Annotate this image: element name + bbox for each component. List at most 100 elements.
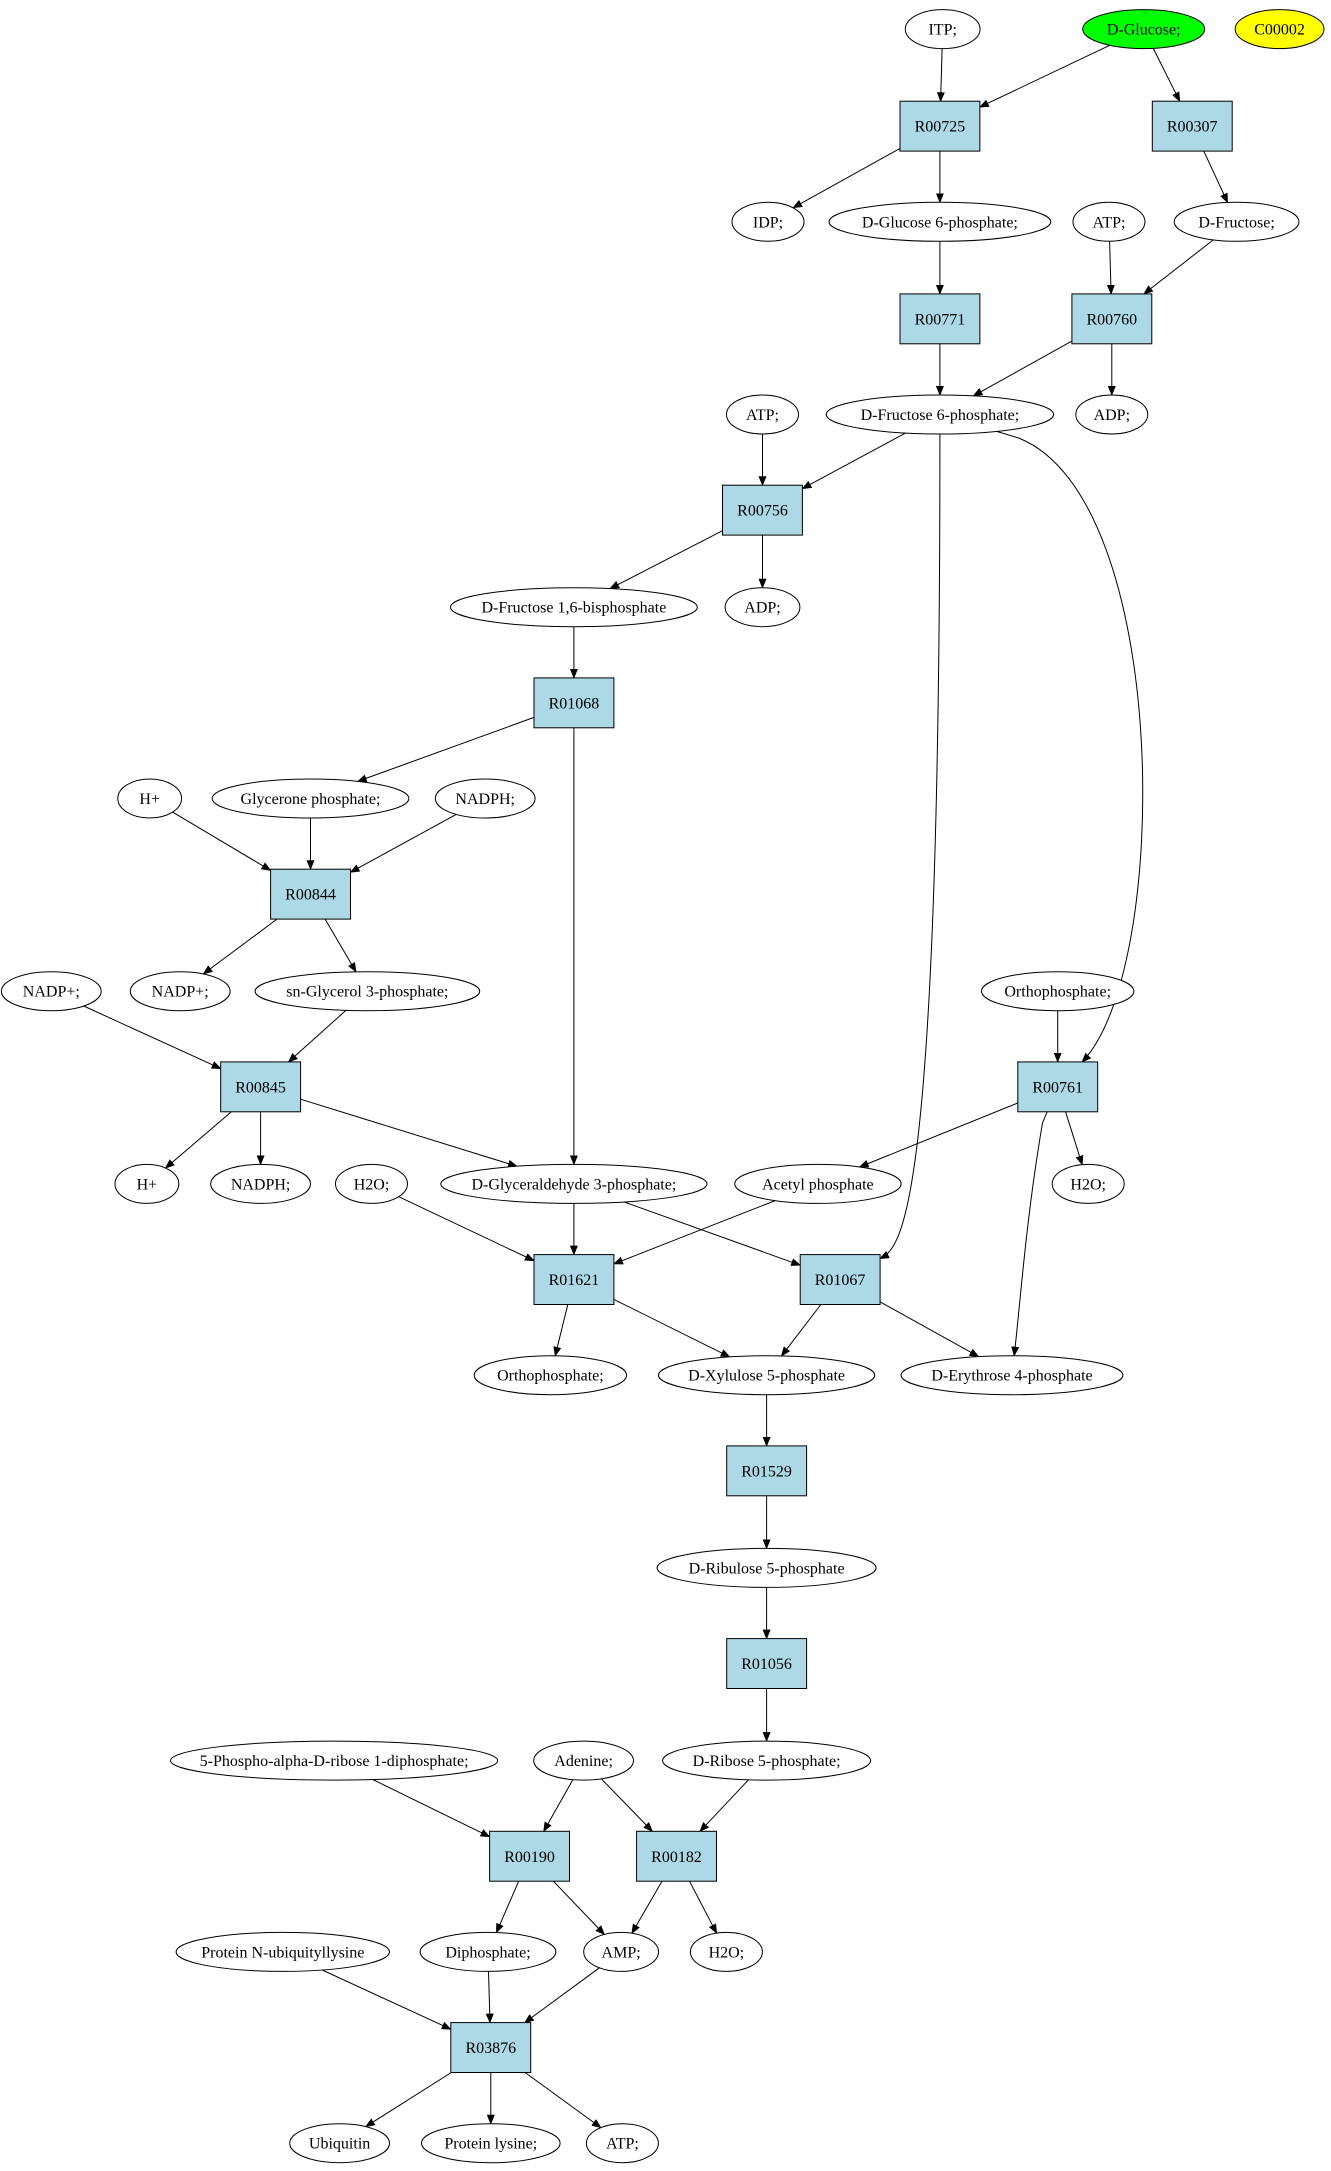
node-label: D-Ribose 5-phosphate; (693, 1753, 841, 1770)
compound-ellipse (585, 2123, 659, 2164)
node-label: R00771 (915, 311, 966, 328)
node-label: H2O; (354, 1176, 390, 1193)
compound-ellipse (656, 1547, 877, 1588)
compound-ellipse (289, 2123, 391, 2164)
edge-r00760-to-f6p (972, 340, 1073, 397)
compound-ellipse (210, 1163, 312, 1204)
edge-r03876-to-atp3 (524, 2072, 602, 2129)
reaction-node-r00756: R00756 (722, 484, 803, 536)
edge-g3p-to-r00845 (287, 1009, 347, 1063)
edge-dglucose-to-r00307 (1152, 48, 1181, 103)
node-label: R01068 (549, 695, 600, 712)
edge-r01621-to-orthoP2 (553, 1304, 569, 1357)
edge-f6p-to-r00761 (996, 430, 1144, 1063)
compound-node-c00002: C00002 (1234, 9, 1325, 50)
compound-node-adp2: ADP; (724, 587, 801, 628)
edge-f6p-to-r00756 (801, 432, 906, 490)
node-label: D-Fructose; (1198, 214, 1274, 231)
compound-ellipse (731, 201, 805, 242)
compound-node-diphosphate: Diphosphate; (419, 1931, 557, 1972)
edge-r03876-to-ubiquitin (364, 2072, 452, 2128)
reaction-box (726, 1638, 808, 1689)
compound-node-g3p: sn-Glycerol 3-phosphate; (254, 971, 481, 1012)
compound-node-e4p: D-Erythrose 4-phosphate (900, 1355, 1124, 1396)
node-label: Acetyl phosphate (762, 1176, 874, 1193)
edge-nadph1-to-r00844 (349, 813, 457, 873)
node-label: D-Xylulose 5-phosphate (688, 1368, 845, 1385)
compound-ellipse (1173, 201, 1300, 242)
node-label: R00182 (651, 1849, 702, 1866)
edge-h2o1-to-r01621 (398, 1196, 535, 1262)
edge-r00761-to-acetylP (858, 1102, 1018, 1168)
node-label: ATP; (1093, 214, 1126, 231)
compound-ellipse (726, 394, 799, 435)
node-label: C00002 (1254, 22, 1305, 39)
edge-r00756-to-fbp (609, 530, 723, 590)
edge-r5p-to-r00182 (699, 1779, 749, 1833)
compound-node-nadp1: NADP+; (0, 971, 102, 1012)
edge-prpp-to-r00190 (372, 1779, 491, 1838)
compound-node-h2o1: H2O; (335, 1163, 408, 1204)
reaction-node-r00761: R00761 (1017, 1061, 1099, 1113)
compound-node-atp2: ATP; (726, 394, 799, 435)
node-label: H+ (137, 1176, 158, 1193)
node-label: R01056 (741, 1656, 792, 1673)
compound-node-orthoP2: Orthophosphate; (473, 1355, 628, 1396)
edge-nadp1-to-r00845 (83, 1005, 222, 1070)
node-label: D-Fructose 1,6-bisphosphate (481, 600, 666, 617)
compound-node-atp3: ATP; (585, 2123, 659, 2164)
compound-node-h2o2: H2O; (1051, 1163, 1125, 1204)
node-label: Orthophosphate; (497, 1368, 604, 1385)
node-label: R00307 (1167, 119, 1218, 136)
node-label: D-Erythrose 4-phosphate (931, 1368, 1092, 1385)
edge-itp-to-r00725 (936, 48, 945, 103)
compound-node-g6p: D-Glucose 6-phosphate; (828, 201, 1052, 242)
compound-ellipse (254, 971, 481, 1012)
node-label: Orthophosphate; (1004, 984, 1111, 1001)
reaction-node-r00845: R00845 (220, 1061, 302, 1113)
reaction-node-r03876: R03876 (450, 2022, 532, 2073)
reaction-box (636, 1830, 717, 1882)
compound-node-r5p: D-Ribose 5-phosphate; (662, 1740, 872, 1781)
node-label: R01621 (549, 1272, 600, 1289)
edge-f6p-to-r01067 (879, 434, 941, 1260)
reaction-box (799, 1254, 881, 1305)
compound-ellipse (689, 1931, 763, 1972)
reaction-box (1151, 100, 1233, 152)
node-label: R00190 (504, 1849, 555, 1866)
reaction-box (489, 1830, 571, 1882)
compound-ellipse (419, 1931, 557, 1972)
edge-protUbLys-to-r03876 (321, 1969, 452, 2030)
reaction-box (533, 677, 615, 729)
compound-ellipse (734, 1163, 902, 1204)
node-label: Protein N-ubiquityllysine (201, 1944, 364, 1961)
node-label: R00845 (235, 1079, 286, 1096)
node-label: D-Glucose 6-phosphate; (862, 214, 1018, 231)
compound-node-itp: ITP; (904, 9, 981, 50)
reaction-box (899, 293, 981, 345)
edge-amp-to-r03876 (523, 1967, 600, 2024)
reaction-box (220, 1061, 302, 1113)
node-label: R00725 (915, 119, 966, 136)
node-label: D-Glucose; (1107, 22, 1181, 39)
compound-node-x5p: D-Xylulose 5-phosphate (658, 1355, 876, 1396)
node-label: D-Glyceraldehyde 3-phosphate; (471, 1176, 676, 1193)
node-label: NADPH; (455, 791, 515, 808)
compound-node-prpp: 5-Phospho-alpha-D-ribose 1-diphosphate; (170, 1740, 499, 1781)
compound-ellipse (533, 1740, 634, 1781)
edge-r00845-to-hplus2 (164, 1111, 232, 1169)
node-label: AMP; (602, 1944, 641, 1961)
compound-node-ru5p: D-Ribulose 5-phosphate (656, 1547, 877, 1588)
edge-r00190-to-amp (553, 1880, 606, 1936)
reaction-box (533, 1254, 615, 1305)
reaction-node-r01068: R01068 (533, 677, 615, 729)
compound-node-atp1: ATP; (1072, 201, 1146, 242)
compound-ellipse (980, 971, 1135, 1012)
node-label: R01067 (815, 1272, 866, 1289)
node-label: H2O; (709, 1944, 745, 1961)
reaction-box (726, 1445, 808, 1497)
compound-ellipse (825, 394, 1055, 435)
compound-ellipse (662, 1740, 872, 1781)
edge-r01621-to-x5p (613, 1298, 731, 1358)
reaction-node-r01621: R01621 (533, 1254, 615, 1305)
